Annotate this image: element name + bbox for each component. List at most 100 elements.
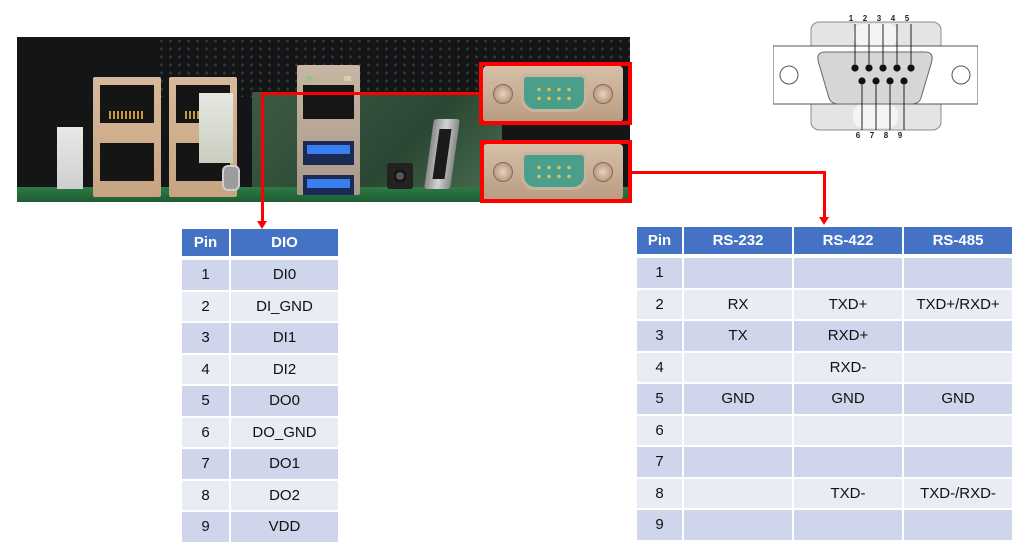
table-row: 4 RXD- <box>637 352 1012 382</box>
pin-label-2: 2 <box>863 14 868 23</box>
callout-line-dio-horizontal <box>261 92 480 95</box>
white-header <box>199 93 233 163</box>
db9-pinout-diagram: 1 2 3 4 5 6 7 8 9 <box>773 14 978 140</box>
cell-rs485 <box>904 321 1012 351</box>
cell-rs422: RXD- <box>794 352 902 382</box>
cell-pin: 5 <box>637 384 682 414</box>
cell-rs485: GND <box>904 384 1012 414</box>
cell-rs232 <box>684 352 792 382</box>
cell-pin: 9 <box>182 512 229 542</box>
cell-pin: 9 <box>637 510 682 540</box>
cell-rs232: RX <box>684 289 792 319</box>
cell-rs485: TXD-/RXD- <box>904 478 1012 508</box>
cell-rs485: TXD+/RXD+ <box>904 289 1012 319</box>
cell-pin: 8 <box>182 480 229 510</box>
pin-label-9: 9 <box>898 131 903 140</box>
cell-pin: 4 <box>637 352 682 382</box>
cell-pin: 7 <box>182 449 229 479</box>
pin-label-3: 3 <box>877 14 882 23</box>
cell-pin: 3 <box>637 321 682 351</box>
cell-dio: DO2 <box>231 480 338 510</box>
cell-rs485 <box>904 510 1012 540</box>
cell-rs422: RXD+ <box>794 321 902 351</box>
audio-jack <box>387 163 413 189</box>
table-row: 9 <box>637 510 1012 540</box>
mounting-hole-left <box>779 65 799 85</box>
pin-label-5: 5 <box>905 14 910 23</box>
header-rs422: RS-422 <box>794 227 902 256</box>
cell-pin: 1 <box>182 260 229 290</box>
highlight-box-serial-connector <box>480 140 632 203</box>
header-dio: DIO <box>231 229 338 258</box>
cell-dio: DO1 <box>231 449 338 479</box>
usb-a-port-top <box>303 141 354 165</box>
cell-pin: 4 <box>182 354 229 384</box>
table-header-row: Pin DIO <box>182 229 338 258</box>
dual-lan-port-1 <box>93 77 161 197</box>
cell-pin: 6 <box>637 415 682 445</box>
highlight-box-dio-connector <box>479 62 632 125</box>
pin-label-4: 4 <box>891 14 896 23</box>
cell-pin: 6 <box>182 417 229 447</box>
cell-rs232 <box>684 415 792 445</box>
cell-rs485 <box>904 258 1012 288</box>
cell-pin: 2 <box>637 289 682 319</box>
cell-rs232 <box>684 447 792 477</box>
cell-dio: DI2 <box>231 354 338 384</box>
db9-connector-dio <box>483 66 623 122</box>
table-header-row: Pin RS-232 RS-422 RS-485 <box>637 227 1012 256</box>
cell-pin: 5 <box>182 386 229 416</box>
cell-rs232: GND <box>684 384 792 414</box>
power-connector <box>57 127 83 189</box>
table-row: 7 <box>637 447 1012 477</box>
usb-c-port <box>222 165 240 191</box>
lan-usb-stack <box>297 65 360 195</box>
cell-pin: 7 <box>637 447 682 477</box>
cell-rs232 <box>684 478 792 508</box>
table-row: 6 <box>637 415 1012 445</box>
cell-rs422 <box>794 510 902 540</box>
pin-label-7: 7 <box>870 131 875 140</box>
cell-dio: DI0 <box>231 260 338 290</box>
db9-connector-serial <box>483 144 623 200</box>
cell-dio: VDD <box>231 512 338 542</box>
callout-line-dio-vertical <box>261 92 264 222</box>
callout-line-serial-vertical <box>823 171 826 218</box>
cell-pin: 3 <box>182 323 229 353</box>
cell-rs422 <box>794 447 902 477</box>
cell-rs422 <box>794 415 902 445</box>
pin-label-1: 1 <box>849 14 854 23</box>
mounting-hole-right <box>951 65 971 85</box>
header-pin: Pin <box>182 229 229 258</box>
arrow-down-icon <box>257 221 267 229</box>
cell-rs232 <box>684 258 792 288</box>
usb-a-port-bottom <box>303 175 354 195</box>
cell-rs422: GND <box>794 384 902 414</box>
cell-pin: 8 <box>637 478 682 508</box>
cell-rs485 <box>904 415 1012 445</box>
cell-rs232 <box>684 510 792 540</box>
callout-line-serial-horizontal <box>631 171 826 174</box>
cell-dio: DI_GND <box>231 291 338 321</box>
arrow-down-icon <box>819 217 829 225</box>
motherboard <box>252 92 502 192</box>
header-rs232: RS-232 <box>684 227 792 256</box>
cell-rs485 <box>904 447 1012 477</box>
cell-pin: 2 <box>182 291 229 321</box>
cell-pin: 1 <box>637 258 682 288</box>
cell-rs485 <box>904 352 1012 382</box>
